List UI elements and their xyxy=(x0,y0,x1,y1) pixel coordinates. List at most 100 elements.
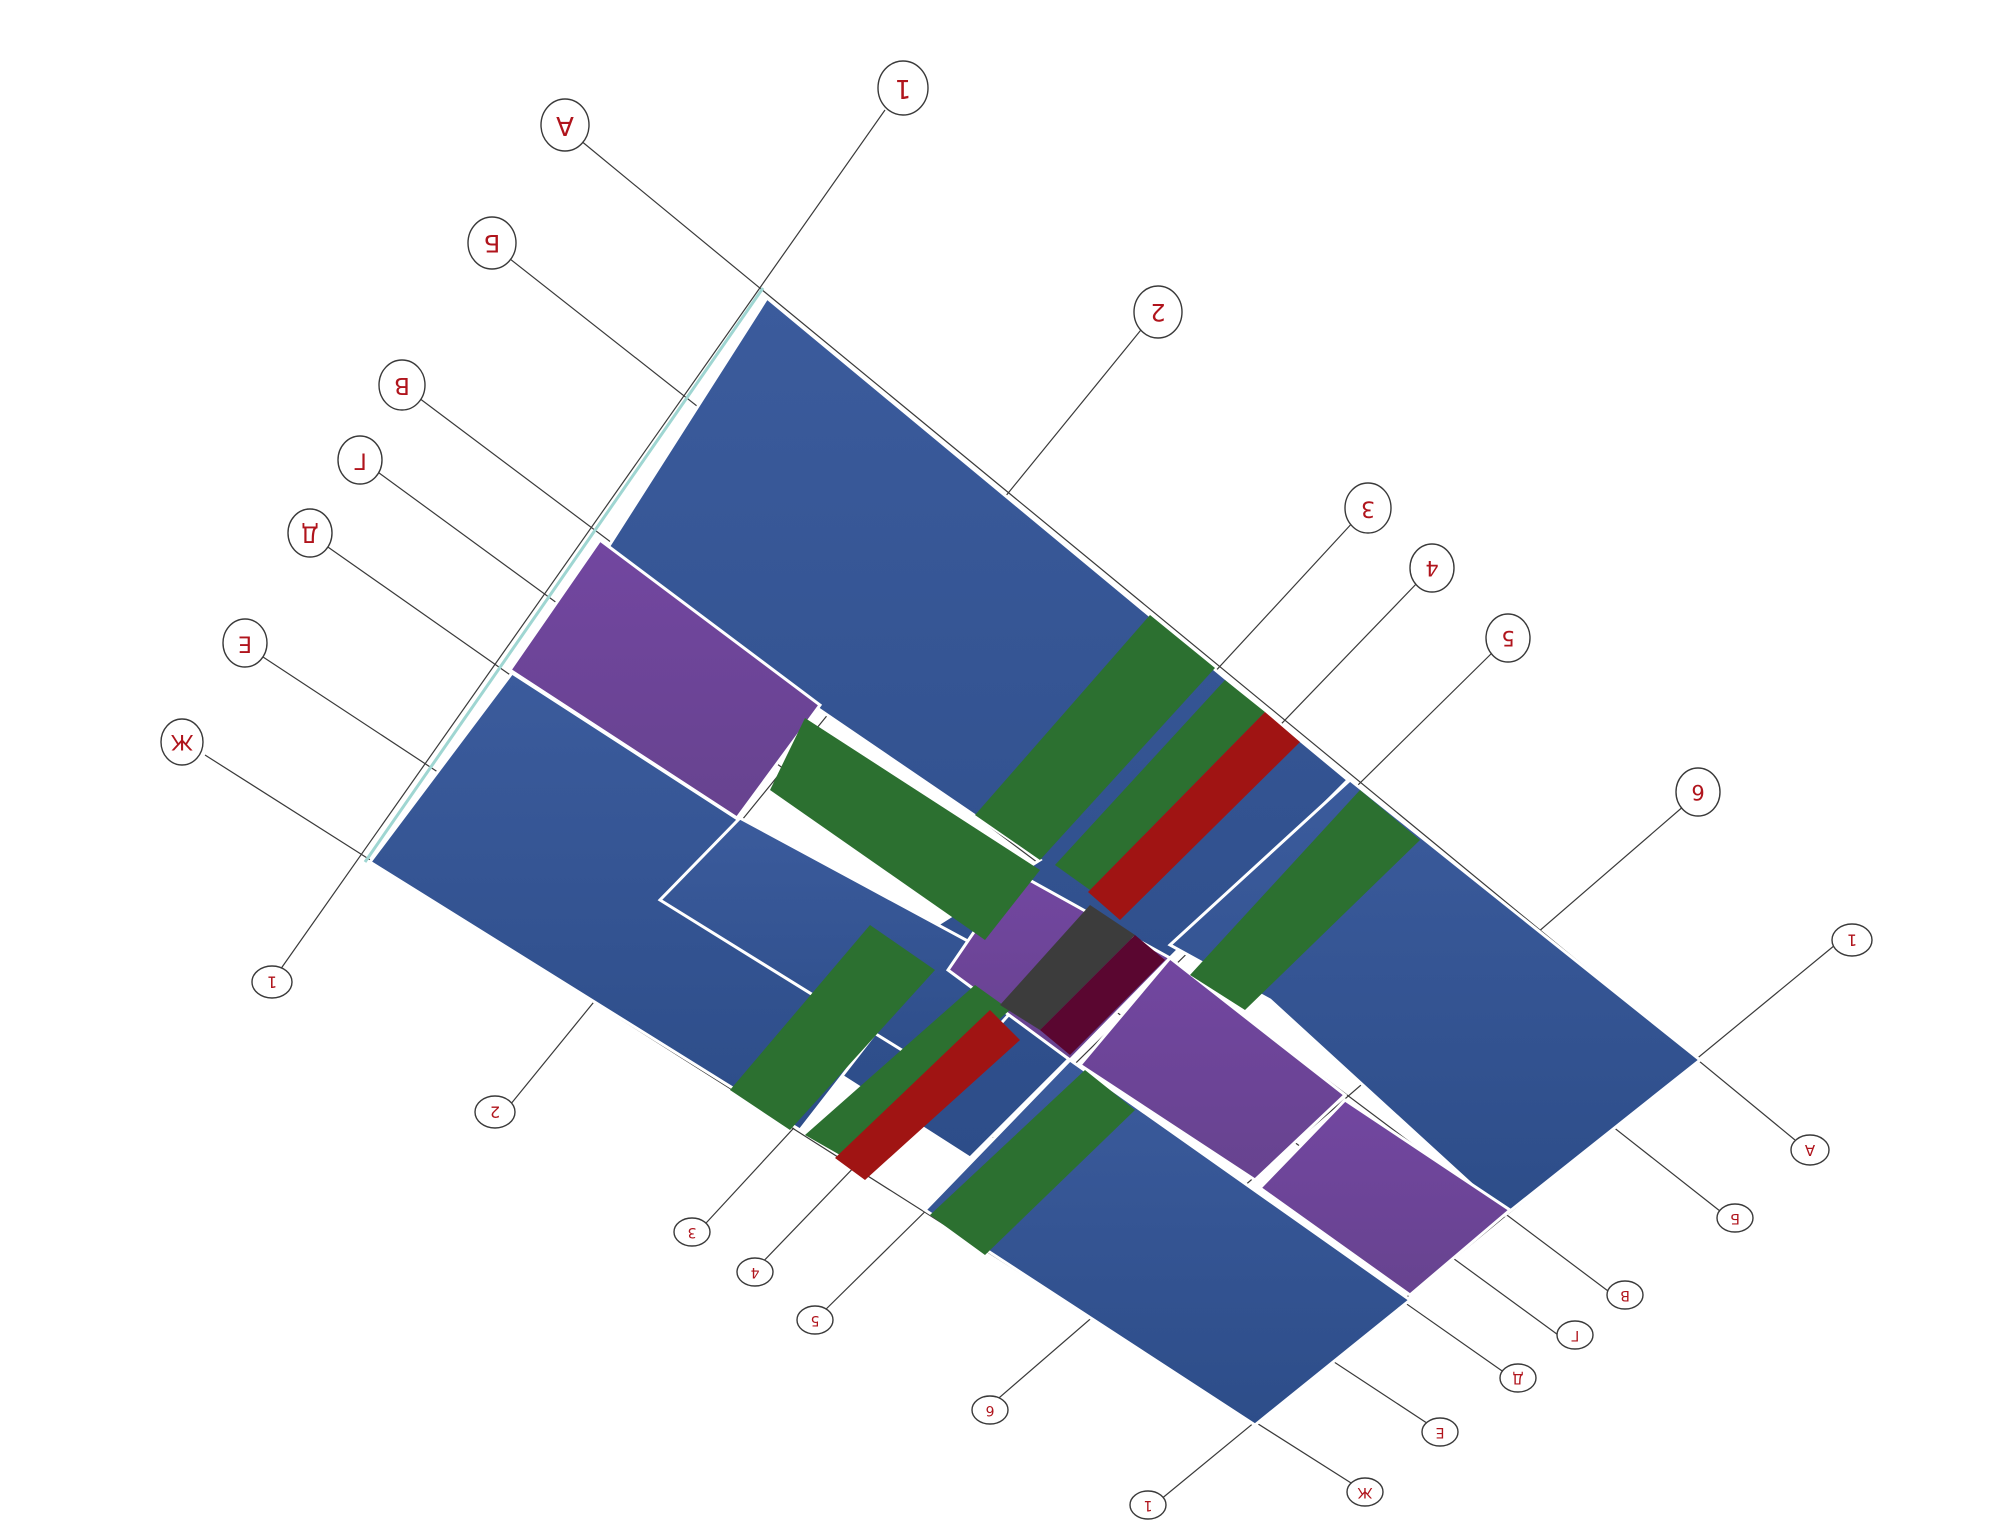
axis-bubble: 1 xyxy=(877,60,929,116)
axis-bubble: 4 xyxy=(1409,543,1455,593)
axis-bubble-outline xyxy=(1499,1363,1537,1393)
axis-bubble-outline xyxy=(673,1217,711,1247)
axis-bubble-outline xyxy=(877,60,929,116)
axis-bubble: В xyxy=(378,359,426,411)
axis-bubble-outline xyxy=(1790,1134,1830,1166)
axis-label: Г xyxy=(353,448,366,473)
axis-bubble: А xyxy=(1790,1134,1830,1166)
axis-bubble: Г xyxy=(337,435,383,485)
axis-bubble-outline xyxy=(796,1305,834,1335)
axis-bubble: 1 xyxy=(1129,1490,1167,1520)
grid-line-1a xyxy=(279,109,886,971)
axis-bubble: Е xyxy=(1421,1417,1459,1447)
axis-bubble-outline xyxy=(1485,613,1531,663)
axis-bubble: Б xyxy=(1716,1203,1754,1233)
axis-label: 6 xyxy=(1691,780,1704,804)
axis-bubble: 3 xyxy=(673,1217,711,1247)
axis-label: Е xyxy=(238,631,252,656)
axis-label: 2 xyxy=(1150,298,1165,326)
green-strip-3 xyxy=(1055,680,1265,890)
axis-label: Ж xyxy=(1357,1484,1372,1500)
axis-bubble-outline xyxy=(1831,923,1873,957)
axis-bubble-outline xyxy=(251,965,293,999)
axis-bubble: А xyxy=(540,98,590,152)
green-strip-7 xyxy=(930,1070,1135,1255)
green-strip-1 xyxy=(975,615,1215,860)
axis-bubble-outline xyxy=(1421,1417,1459,1447)
axis-bubble-outline xyxy=(337,435,383,485)
axis-label: Б xyxy=(1730,1210,1740,1226)
axis-bubble: 5 xyxy=(796,1305,834,1335)
axis-bubble: Д xyxy=(287,508,333,558)
axis-bubble: 1 xyxy=(251,965,293,999)
axis-label: 6 xyxy=(985,1402,994,1418)
axis-label: Е xyxy=(1436,1424,1445,1440)
axis-label: 4 xyxy=(750,1264,759,1280)
axis-bubble: В xyxy=(1606,1280,1644,1310)
axis-bubble-outline xyxy=(971,1395,1009,1425)
axis-label: В xyxy=(394,372,410,398)
axis-bubble-outline xyxy=(378,359,426,411)
axis-label: А xyxy=(1804,1141,1815,1159)
axis-bubble-outline xyxy=(540,98,590,152)
axis-label: 1 xyxy=(1847,931,1857,950)
core-maroon xyxy=(1040,935,1165,1055)
axis-bubble: 4 xyxy=(736,1257,774,1287)
axis-label: Д xyxy=(301,521,318,546)
axis-bubble: Е xyxy=(222,618,268,668)
axis-bubble: 2 xyxy=(474,1095,516,1129)
axis-label: Д xyxy=(1512,1370,1523,1386)
axis-bubble-outline xyxy=(287,508,333,558)
axis-label: 1 xyxy=(895,73,912,103)
axis-bubble: Ж xyxy=(1346,1477,1384,1507)
axis-label: В xyxy=(1620,1287,1630,1303)
axis-bubble-outline xyxy=(474,1095,516,1129)
axis-label: 1 xyxy=(267,973,277,992)
axis-bubble: 3 xyxy=(1344,482,1392,534)
axis-label: 5 xyxy=(811,1312,820,1328)
axis-bubble-outline xyxy=(160,718,204,766)
axis-bubble: 1 xyxy=(1831,923,1873,957)
axis-bubble-outline xyxy=(1606,1280,1644,1310)
axis-label: 1 xyxy=(1144,1497,1153,1513)
axis-bubble-outline xyxy=(467,216,517,270)
axis-label: 3 xyxy=(688,1224,697,1240)
left-edge-highlight xyxy=(363,287,765,863)
axis-label: 2 xyxy=(490,1103,500,1122)
slab-regions xyxy=(363,287,1703,1427)
axis-label: 3 xyxy=(1361,496,1375,521)
green-strip-5 xyxy=(730,925,935,1130)
axis-bubble-outline xyxy=(1675,767,1721,817)
green-strip-2 xyxy=(770,718,1040,940)
core-dark xyxy=(1000,905,1135,1030)
axis-bubble: 6 xyxy=(971,1395,1009,1425)
red-strip-lower xyxy=(835,1010,1020,1180)
axis-bubble: Д xyxy=(1499,1363,1537,1393)
axis-bubble: 6 xyxy=(1675,767,1721,817)
purple-zone-far-right xyxy=(1257,1098,1513,1297)
axis-label: Г xyxy=(1571,1327,1580,1343)
axis-bubble-outline xyxy=(736,1257,774,1287)
axis-bubble-outline xyxy=(1129,1490,1167,1520)
axis-label: А xyxy=(556,110,574,140)
axis-bubble: Б xyxy=(467,216,517,270)
axis-bubble: 5 xyxy=(1485,613,1531,663)
axis-label: 4 xyxy=(1425,556,1438,580)
axis-bubble: Ж xyxy=(160,718,204,766)
axis-bubble-outline xyxy=(222,618,268,668)
axis-bubble: 2 xyxy=(1133,285,1183,339)
axis-bubble-outline xyxy=(1716,1203,1754,1233)
axis-bubble-outline xyxy=(1556,1320,1594,1350)
axis-label: Б xyxy=(484,229,500,257)
red-strip-upper xyxy=(1088,712,1300,920)
axis-bubble-outline xyxy=(1344,482,1392,534)
axis-label: 5 xyxy=(1501,626,1514,650)
green-strip-6 xyxy=(805,985,1010,1155)
axis-label: Ж xyxy=(170,730,193,754)
axis-bubble-outline xyxy=(1133,285,1183,339)
axis-bubble-outline xyxy=(1409,543,1455,593)
green-strip-4 xyxy=(1190,790,1420,1010)
axis-bubble: Г xyxy=(1556,1320,1594,1350)
